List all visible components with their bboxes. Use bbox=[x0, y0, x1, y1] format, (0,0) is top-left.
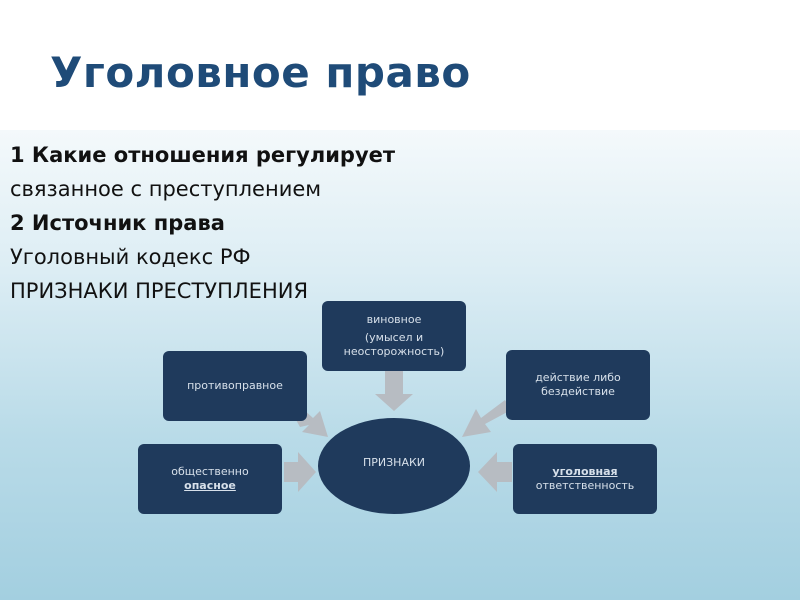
box-liability-line-1: уголовная bbox=[552, 465, 618, 478]
box-liability-line-2: ответственность bbox=[535, 479, 635, 492]
box-dangerous: общественно опасное bbox=[138, 444, 282, 514]
box-action-line-1: действие либо bbox=[535, 371, 621, 384]
text-line-5: ПРИЗНАКИ ПРЕСТУПЛЕНИЯ bbox=[10, 279, 309, 303]
box-dangerous-line-1: общественно bbox=[171, 465, 249, 478]
center-ellipse: ПРИЗНАКИ bbox=[318, 418, 470, 514]
box-unlawful-label: противоправное bbox=[187, 379, 283, 392]
arrow-right-lower bbox=[478, 452, 512, 492]
arrow-right-upper bbox=[462, 400, 511, 437]
arrow-top bbox=[375, 371, 413, 411]
box-action-line-2: бездействие bbox=[541, 385, 615, 398]
arrow-left-lower bbox=[284, 452, 316, 492]
box-action: действие либо бездействие bbox=[506, 350, 650, 420]
box-guilty-line-2: (умысел и bbox=[364, 331, 424, 344]
box-liability: уголовная ответственность bbox=[513, 444, 657, 514]
box-guilty-line-1: виновное bbox=[366, 313, 422, 326]
text-line-1: 1 Какие отношения регулирует bbox=[10, 143, 396, 167]
text-line-2: связанное с преступлением bbox=[10, 177, 322, 201]
text-block: 1 Какие отношения регулирует связанное с… bbox=[10, 138, 395, 308]
box-guilty: виновное (умысел и неосторожность) bbox=[322, 301, 466, 371]
box-dangerous-line-2: опасное bbox=[184, 479, 236, 492]
center-label: ПРИЗНАКИ bbox=[362, 456, 426, 469]
text-line-4: Уголовный кодекс РФ bbox=[10, 245, 251, 269]
text-line-3: 2 Источник права bbox=[10, 211, 225, 235]
box-guilty-line-3: неосторожность) bbox=[343, 345, 445, 358]
slide-title: Уголовное право bbox=[50, 48, 471, 97]
box-unlawful: противоправное bbox=[163, 351, 307, 421]
